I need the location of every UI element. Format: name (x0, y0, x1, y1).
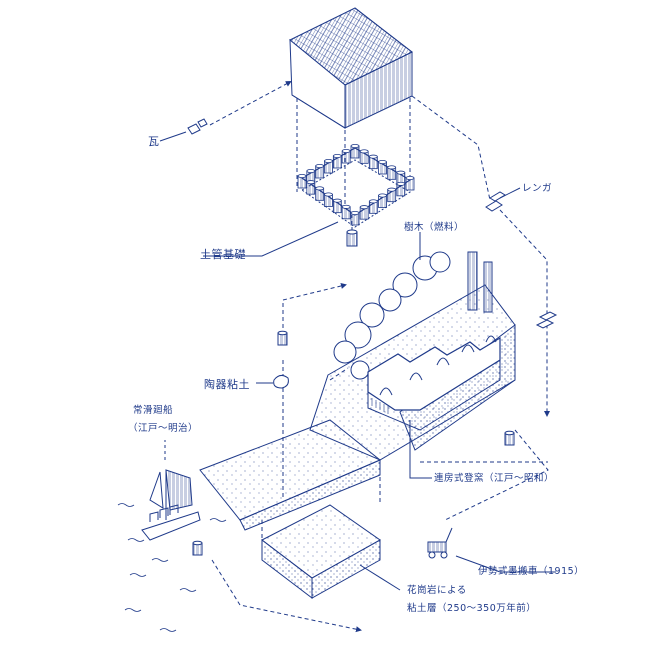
label-tokoname-bune: 常滑廻船 (133, 405, 174, 416)
ship-icon (141, 469, 201, 541)
pipe-icon (346, 229, 358, 247)
label-clay-line1: 花崗岩による (407, 585, 467, 596)
foundation-pipe-top (350, 143, 360, 148)
dokan-foundation-icon (297, 143, 415, 228)
label-jumoku: 樹木（燃料） (404, 222, 465, 233)
house-icon (289, 7, 413, 129)
label-tokoname-bune-period: （江戸～明治） (128, 423, 199, 434)
label-kawara: 瓦 (148, 135, 160, 148)
label-clay-line2: 粘土層（250～350万年前） (407, 603, 537, 614)
pipe-icon-4 (192, 540, 203, 556)
cart-icon (427, 527, 453, 559)
pipe-icon-2 (277, 330, 288, 346)
foundation-pipe-top (350, 210, 360, 215)
foundation-pipe-top (387, 187, 397, 192)
foundation-pipe-top (378, 159, 387, 164)
chimney-icon (467, 251, 493, 313)
foundation-pipe-top (368, 154, 378, 159)
waves (117, 503, 227, 632)
label-noborigama: 連房式登窯（江戸～昭和） (434, 473, 555, 484)
brick-stack-icon (535, 311, 558, 329)
foundation-pipe-top (306, 168, 316, 173)
foundation-pipe-top (315, 163, 325, 168)
foundation-pipe-top (387, 165, 397, 170)
clay-lump-icon (273, 374, 289, 389)
foundation-pipe-top (324, 158, 333, 163)
label-renga: レンガ (522, 183, 553, 194)
label-toki-nendo: 陶器粘土 (204, 378, 250, 391)
foundation-pipe-top (359, 149, 369, 154)
label-dokan-kiso: 土管基礎 (200, 248, 246, 261)
foundation-pipe-top (396, 181, 406, 186)
foundation-pipe-top (378, 193, 387, 198)
foundation-pipe-top (359, 205, 369, 210)
foundation-pipe-top (396, 170, 406, 175)
roof-tile-icon (187, 118, 208, 135)
foundation-pipe-top (341, 204, 351, 209)
trees-icon (333, 251, 451, 380)
foundation-pipe-top (405, 175, 415, 180)
foundation-pipe-top (368, 199, 378, 204)
foundation-pipe-top (297, 173, 307, 178)
foundation-pipe-top (332, 153, 342, 158)
foundation-pipe-top (332, 198, 342, 203)
climbing-kiln-icon (367, 335, 501, 431)
pipe-icon-3 (504, 430, 515, 446)
foundation-pipe-top (324, 192, 333, 197)
foundation-pipe-top (306, 180, 316, 185)
clay-layer-block (261, 504, 381, 600)
label-isehiki: 伊勢式墨搬車（1915） (478, 566, 585, 577)
foundation-pipe-top (341, 148, 351, 153)
foundation-pipe-top (315, 186, 325, 191)
